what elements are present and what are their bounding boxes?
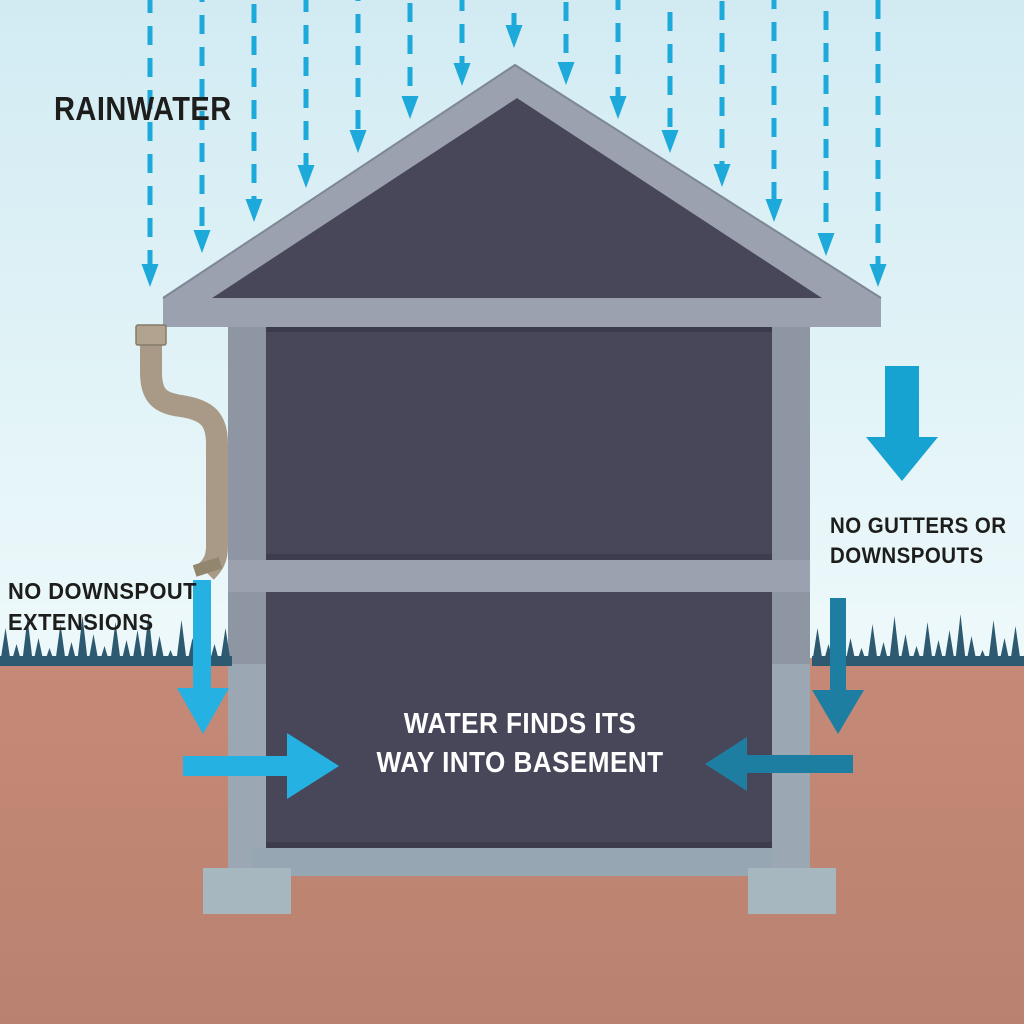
- rain-arrow-head: [349, 130, 367, 153]
- attic-interior: [212, 98, 822, 298]
- rain-arrow-head: [297, 165, 315, 188]
- right-into-basement-arrow-icon: [705, 737, 853, 791]
- no-downspout-line1: NO DOWNSPOUT: [8, 578, 198, 604]
- downspout: [135, 324, 228, 580]
- no-gutters-line1: NO GUTTERS OR: [830, 513, 1007, 538]
- basement-text-line2: WAY INTO BASEMENT: [376, 747, 664, 779]
- roof-edge: [162, 63, 882, 299]
- grass-tufts: [812, 614, 1024, 666]
- no-downspout-extensions-label: NO DOWNSPOUT EXTENSIONS: [8, 576, 197, 638]
- rain-arrow-head: [245, 199, 263, 222]
- slab-seam: [266, 842, 772, 848]
- downspout-collar: [135, 324, 167, 346]
- water-finds-way-label: WATER FINDS ITS WAY INTO BASEMENT: [340, 705, 700, 783]
- rain-arrow-head: [817, 233, 835, 256]
- rain-arrow-head: [401, 96, 419, 119]
- rain-arrow-head: [713, 164, 731, 187]
- grass-tufts: [0, 614, 232, 666]
- rain-arrow-head: [661, 130, 679, 153]
- eave-shadow-seam: [266, 327, 772, 332]
- basement-slab: [252, 848, 772, 876]
- house-cross-section: [162, 63, 882, 914]
- rain-arrow-head: [869, 264, 887, 287]
- rain-arrow-head: [141, 264, 159, 287]
- rain-arrow-head: [193, 230, 211, 253]
- eave-runoff-arrow-icon: [866, 366, 938, 481]
- left-into-ground-arrow-icon: [177, 580, 229, 734]
- no-downspout-line2: EXTENSIONS: [8, 609, 154, 635]
- grass-left: [0, 614, 232, 666]
- roof-band: [163, 65, 881, 298]
- floor-seam: [266, 554, 772, 560]
- basement-text-line1: WATER FINDS ITS: [403, 708, 637, 740]
- rain-arrow-head: [765, 199, 783, 222]
- rain-arrows: [141, 0, 887, 287]
- left-footing: [203, 868, 291, 914]
- rainwater-label-text: RAINWATER: [54, 90, 232, 127]
- eave-band: [163, 297, 881, 327]
- rainwater-label: RAINWATER: [54, 90, 232, 128]
- left-into-basement-arrow-icon: [183, 733, 339, 799]
- no-gutters-line2: DOWNSPOUTS: [830, 543, 984, 568]
- rain-arrow-head: [453, 63, 471, 86]
- no-gutters-downspouts-label: NO GUTTERS OR DOWNSPOUTS: [830, 511, 1007, 571]
- rain-arrow-head: [609, 96, 627, 119]
- right-footing: [748, 868, 836, 914]
- rain-arrow-head: [505, 25, 523, 48]
- rain-arrow-head: [557, 62, 575, 85]
- grass-right: [812, 614, 1024, 666]
- right-into-ground-arrow-icon: [812, 598, 864, 734]
- downspout-outlet: [192, 556, 223, 577]
- ground-floor-band: [228, 560, 810, 592]
